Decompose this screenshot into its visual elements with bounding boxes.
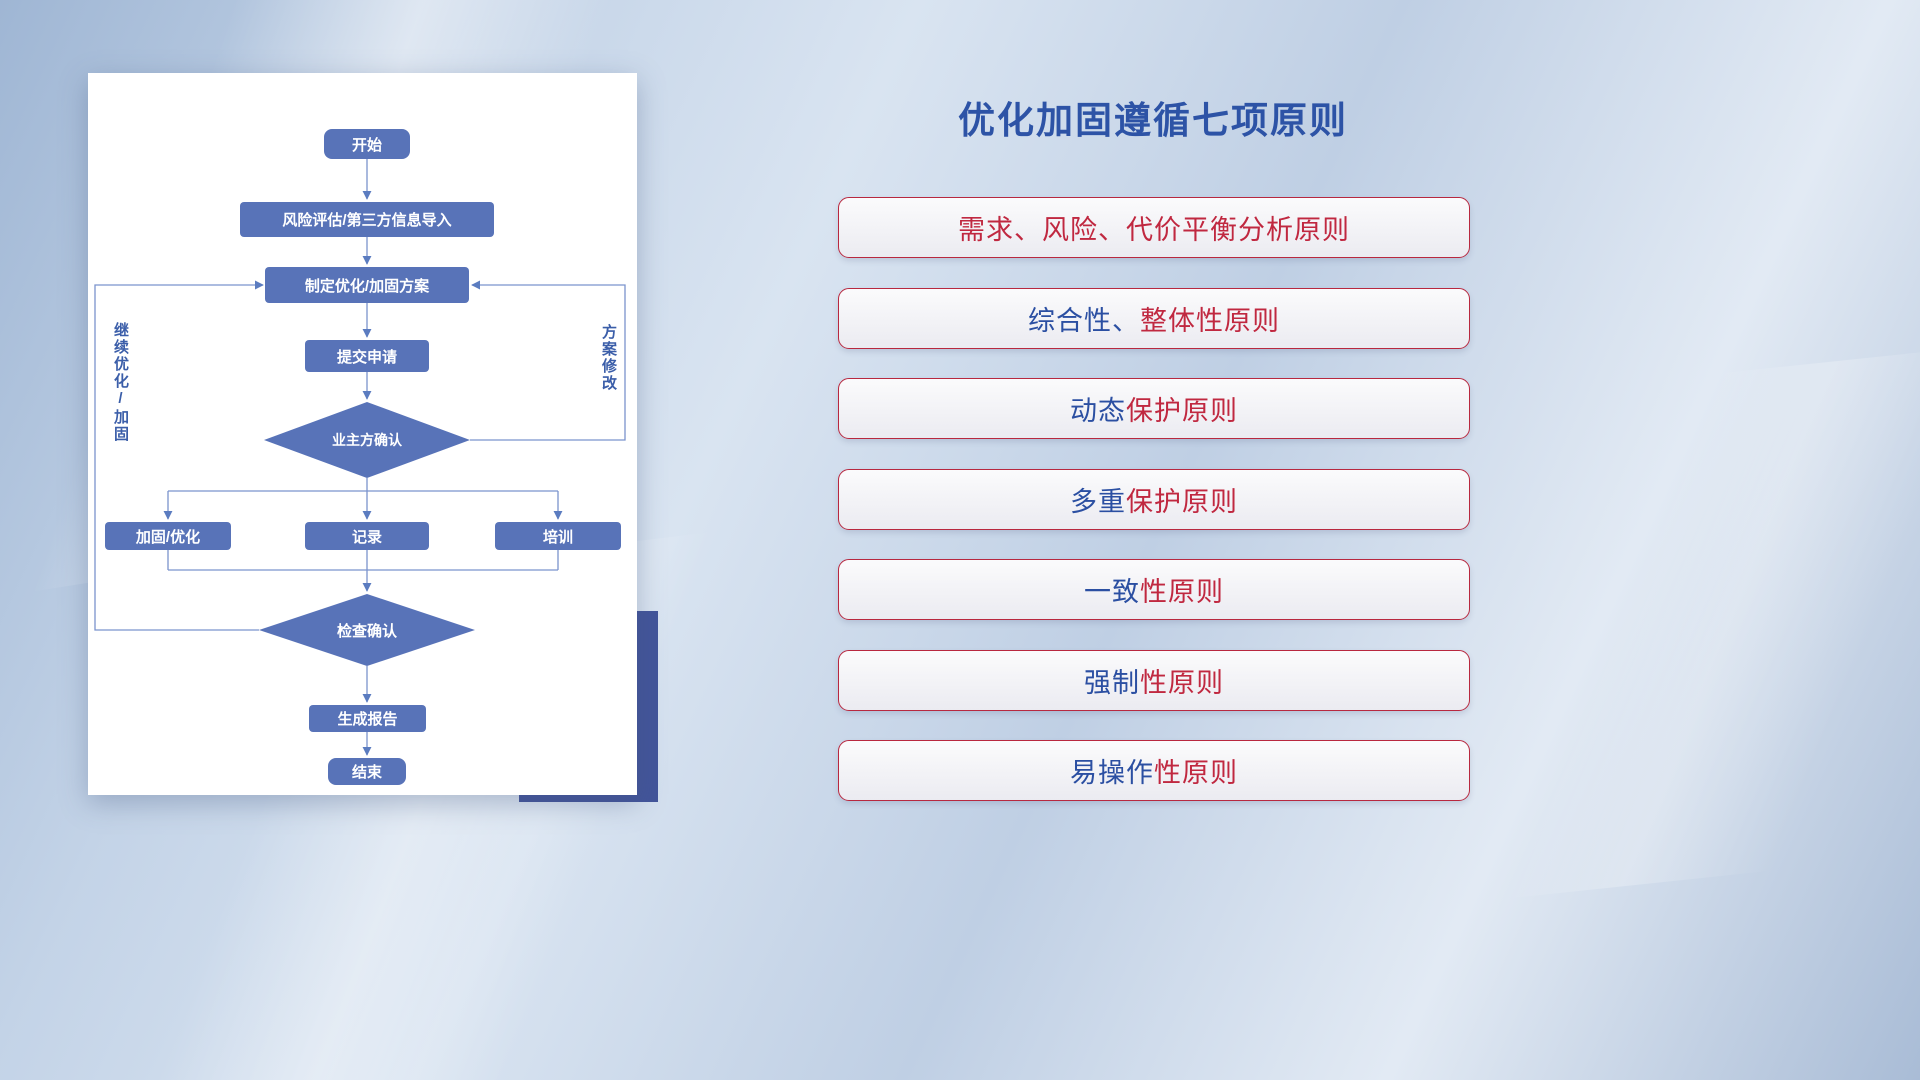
flow-node-report: 生成报告 (309, 705, 426, 732)
principle-row-2: 综合性、整体性原则 (838, 288, 1470, 349)
principle-text-blue: 动态 (1070, 396, 1126, 426)
flow-node-start: 开始 (324, 129, 410, 159)
principle-row-4: 多重保护原则 (838, 469, 1470, 530)
principle-row-5: 一致性原则 (838, 559, 1470, 620)
principle-text-blue: 易操作 (1070, 758, 1154, 788)
principle-row-6: 强制性原则 (838, 650, 1470, 711)
principle-text-red: 整体性原则 (1140, 306, 1280, 336)
flow-node-training: 培训 (495, 522, 621, 550)
page-title: 优化加固遵循七项原则 (958, 100, 1348, 141)
edge-label-plan-revise: 方案修改 (600, 324, 617, 392)
flowchart-card: 开始 风险评估/第三方信息导入 制定优化/加固方案 提交申请 业主方确认 加固/… (88, 73, 637, 795)
principle-text-red: 保护原则 (1126, 396, 1238, 426)
principle-text-red: 性原则 (1154, 758, 1238, 788)
principle-row-3: 动态保护原则 (838, 378, 1470, 439)
flow-node-make-plan: 制定优化/加固方案 (265, 267, 469, 303)
principle-text-red: 需求、风险、代价平衡分析原则 (958, 215, 1350, 245)
principle-text-blue: 强制 (1084, 668, 1140, 698)
principle-text-blue: 多重 (1070, 487, 1126, 517)
principle-row-1: 需求、风险、代价平衡分析原则 (838, 197, 1470, 258)
flow-node-risk-import: 风险评估/第三方信息导入 (240, 202, 494, 237)
flow-node-reinforce: 加固/优化 (105, 522, 231, 550)
edge-label-continue-loop: 继续优化/加固 (112, 322, 129, 443)
flow-node-submit: 提交申请 (305, 340, 429, 372)
principle-row-7: 易操作性原则 (838, 740, 1470, 801)
principle-text-red: 性原则 (1140, 577, 1224, 607)
flow-node-record: 记录 (305, 522, 429, 550)
flow-node-end: 结束 (328, 758, 406, 785)
principle-text-red: 保护原则 (1126, 487, 1238, 517)
principle-text-blue: 一致 (1084, 577, 1140, 607)
principle-text-red: 性原则 (1140, 668, 1224, 698)
principle-text-blue: 综合性、 (1028, 306, 1140, 336)
